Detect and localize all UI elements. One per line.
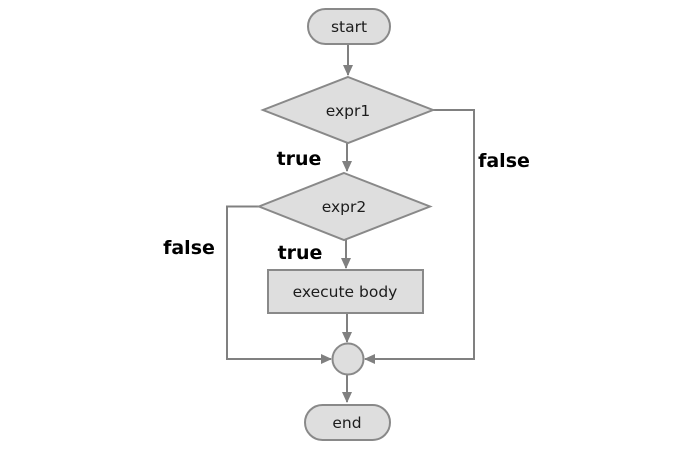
expr1-decision-node bbox=[260, 75, 436, 145]
execute-body-node-label: execute body bbox=[293, 283, 398, 301]
execute-body-process-node bbox=[267, 269, 424, 314]
expr1-false-label: false bbox=[478, 150, 530, 172]
junction-node bbox=[331, 342, 365, 376]
start-node-label: start bbox=[331, 18, 367, 36]
expr2-decision-node bbox=[256, 171, 433, 242]
expr2-true-label: true bbox=[278, 242, 323, 264]
start-node bbox=[307, 8, 391, 45]
edge-expr1-false bbox=[364, 109, 475, 364]
expr2-node-label: expr2 bbox=[322, 198, 367, 216]
expr2-false-label: false bbox=[163, 237, 215, 259]
end-node bbox=[304, 404, 391, 441]
expr1-node-label: expr1 bbox=[326, 102, 371, 120]
end-node-label: end bbox=[332, 414, 361, 432]
expr1-true-label: true bbox=[277, 148, 322, 170]
edge-expr2-false bbox=[226, 205, 332, 364]
